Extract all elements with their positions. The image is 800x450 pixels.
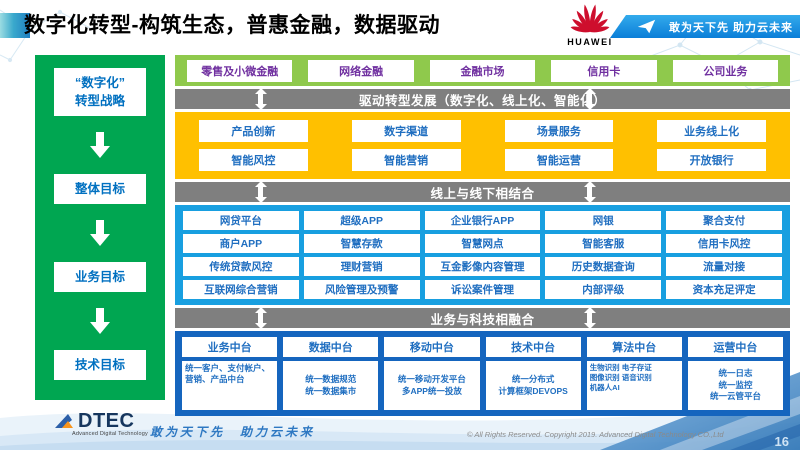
adtec-subtext: Advanced Digital Technology (72, 431, 148, 437)
platform-column: 移动中台 统一移动开发平台 多APP统一投放 (384, 337, 480, 410)
sidebar-strategy-box: “数字化” 转型战略 (54, 68, 146, 117)
application-cell: 网银 (545, 211, 662, 230)
sidebar-goal-technology: 技术目标 (54, 349, 146, 380)
capability-row: 智能风控 智能营销 智能运营 开放银行 (175, 149, 790, 171)
main-diagram: 零售及小微金融 网络金融 金融市场 信用卡 公司业务 驱动转型发展（数字化、线上… (175, 55, 790, 416)
down-arrow-icon (90, 220, 110, 247)
capability-cell: 业务线上化 (657, 120, 766, 142)
slogan-banner: 敢为天下先 助力云未来 (610, 15, 800, 38)
application-cell: 商户APP (183, 234, 299, 253)
platform-body: 统一移动开发平台 多APP统一投放 (384, 361, 480, 410)
platform-title: 运营中台 (687, 337, 784, 357)
capability-cell: 智能运营 (504, 149, 614, 171)
business-line-cell: 公司业务 (672, 59, 779, 82)
application-cell: 互联网综合营销 (183, 280, 299, 299)
application-cell: 企业银行APP (424, 211, 541, 230)
down-arrow-icon (90, 307, 110, 334)
capability-row: 产品创新 数字渠道 场景服务 业务线上化 (175, 120, 790, 142)
platform-body: 统一日志 统一监控 统一云管平台 (687, 361, 784, 410)
up-down-arrow-icon (254, 307, 267, 329)
capability-cell: 场景服务 (504, 120, 614, 142)
application-cell: 超级APP (303, 211, 420, 230)
capability-cell: 智能营销 (351, 149, 461, 171)
business-line-cell: 信用卡 (551, 59, 657, 82)
platform-body: 统一数据规范 统一数据集市 (283, 361, 379, 410)
platform-column: 业务中台 统一客户、支付帐户、营销、产品中台 (182, 337, 278, 410)
application-cell: 互金影像内容管理 (424, 257, 541, 276)
online-offline-bar: 线上与线下相结合 (175, 181, 790, 203)
application-cell: 内部评级 (545, 280, 662, 299)
huawei-wordmark: HUAWEI (567, 37, 613, 47)
platform-body: 生物识别 电子存证 图像识别 语音识别 机器人AI (586, 361, 682, 410)
strategy-line-1: “数字化” (74, 76, 125, 90)
capability-cell: 智能风控 (199, 149, 308, 171)
application-row: 商户APP 智慧存款 智慧网点 智能客服 信用卡风控 (183, 234, 782, 253)
paper-plane-icon (637, 19, 656, 34)
business-line-cell: 金融市场 (429, 59, 536, 82)
business-lines-row: 零售及小微金融 网络金融 金融市场 信用卡 公司业务 (175, 55, 790, 86)
copyright-text: © All Rights Reserved. Copyright 2019. A… (467, 430, 724, 439)
application-row: 网贷平台 超级APP 企业银行APP 网银 聚合支付 (183, 211, 782, 230)
up-down-arrow-icon (583, 181, 596, 203)
up-down-arrow-icon (583, 307, 596, 329)
footer-motto: 敢为天下先 助力云未来 (150, 425, 316, 439)
application-cell: 风险管理及预警 (303, 280, 420, 299)
page-number: 16 (774, 434, 789, 449)
application-cell: 传统贷款风控 (183, 257, 299, 276)
capability-cell: 开放银行 (657, 149, 766, 171)
application-section: 网贷平台 超级APP 企业银行APP 网银 聚合支付 商户APP 智慧存款 智慧… (175, 205, 790, 305)
application-cell: 理财营销 (303, 257, 420, 276)
application-cell: 历史数据查询 (545, 257, 662, 276)
strategy-sidebar: “数字化” 转型战略 整体目标 业务目标 技术目标 (35, 55, 165, 400)
drive-transform-label: 驱动转型发展（数字化、线上化、智能化） (358, 93, 606, 108)
application-cell: 流量对接 (666, 257, 782, 276)
strategy-line-2: 转型战略 (74, 94, 125, 109)
platform-column: 技术中台 统一分布式 计算框架DEVOPS (485, 337, 581, 410)
application-cell: 聚合支付 (666, 211, 782, 230)
platform-column: 数据中台 统一数据规范 统一数据集市 (283, 337, 379, 410)
application-cell: 信用卡风控 (666, 234, 782, 253)
application-cell: 智能客服 (545, 234, 662, 253)
business-line-cell: 网络金融 (308, 59, 414, 82)
application-cell: 资本充足评定 (666, 280, 782, 299)
adtec-wordmark: DTEC (78, 410, 135, 432)
platform-title: 算法中台 (586, 337, 682, 357)
application-cell: 网贷平台 (183, 211, 299, 230)
up-down-arrow-icon (583, 88, 596, 110)
application-cell: 诉讼案件管理 (424, 280, 541, 299)
huawei-logo: HUAWEI (566, 3, 614, 47)
application-cell: 智慧存款 (303, 234, 420, 253)
platform-column: 运营中台 统一日志 统一监控 统一云管平台 (687, 337, 784, 410)
drive-transform-bar: 驱动转型发展（数字化、线上化、智能化） (175, 88, 790, 110)
platform-body: 统一客户、支付帐户、营销、产品中台 (182, 361, 278, 410)
sidebar-goal-overall: 整体目标 (54, 174, 146, 205)
up-down-arrow-icon (254, 88, 267, 110)
platform-title: 技术中台 (485, 337, 581, 357)
adtec-mark-icon (55, 414, 73, 428)
platform-title: 业务中台 (182, 337, 278, 357)
capability-cell: 数字渠道 (351, 120, 461, 142)
tech-fusion-bar: 业务与科技相融合 (175, 307, 790, 329)
platform-title: 移动中台 (384, 337, 480, 357)
application-row: 传统贷款风控 理财营销 互金影像内容管理 历史数据查询 流量对接 (183, 257, 782, 276)
tech-fusion-label: 业务与科技相融合 (430, 312, 535, 327)
down-arrow-icon (90, 132, 110, 159)
adtec-logo: DTEC Advanced Digital Technology (55, 410, 165, 437)
platform-body: 统一分布式 计算框架DEVOPS (485, 361, 581, 410)
platform-title: 数据中台 (283, 337, 379, 357)
middle-platform-section: 业务中台 统一客户、支付帐户、营销、产品中台 数据中台 统一数据规范 统一数据集… (175, 331, 790, 416)
capability-cell: 产品创新 (199, 120, 308, 142)
page-title: 数字化转型-构筑生态，普惠金融，数据驱动 (24, 14, 440, 37)
up-down-arrow-icon (254, 181, 267, 203)
application-row: 互联网综合营销 风险管理及预警 诉讼案件管理 内部评级 资本充足评定 (183, 280, 782, 299)
banner-slogan-text: 敢为天下先 助力云未来 (669, 21, 794, 34)
platform-column: 算法中台 生物识别 电子存证 图像识别 语音识别 机器人AI (586, 337, 682, 410)
business-line-cell: 零售及小微金融 (187, 59, 293, 82)
huawei-flower-icon (570, 4, 610, 33)
online-offline-label: 线上与线下相结合 (430, 186, 535, 201)
sidebar-goal-business: 业务目标 (54, 261, 146, 293)
capability-section: 产品创新 数字渠道 场景服务 业务线上化 智能风控 智能营销 智能运营 开放银行 (175, 112, 790, 179)
content-area: “数字化” 转型战略 整体目标 业务目标 技术目标 零售及小微金融 网络金融 金… (35, 55, 790, 416)
application-cell: 智慧网点 (424, 234, 541, 253)
